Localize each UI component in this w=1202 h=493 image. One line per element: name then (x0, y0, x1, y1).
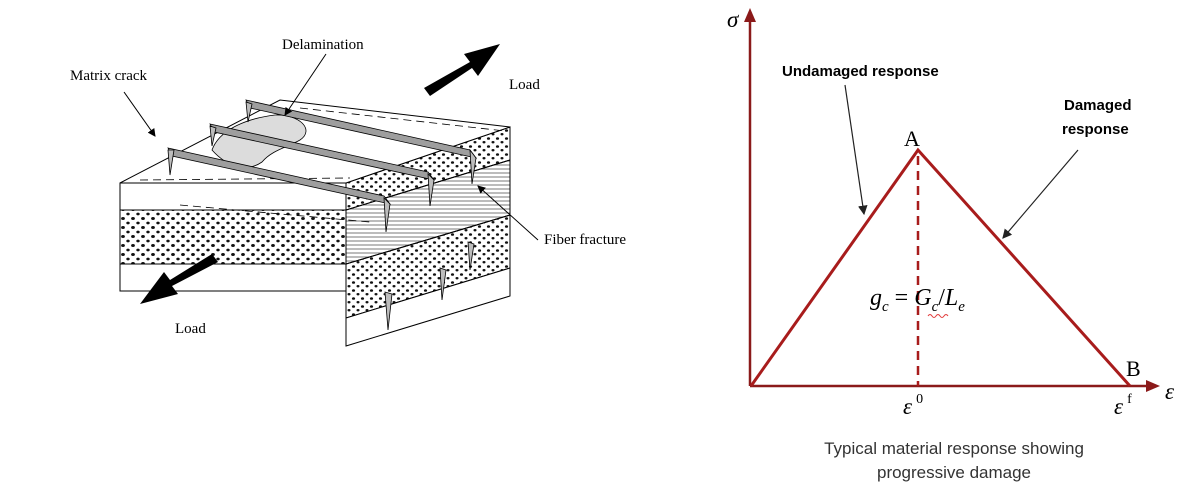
spellcheck-squiggle (927, 314, 949, 318)
undamaged-label: Undamaged response (782, 63, 939, 80)
caption-line1: Typical material response showing (824, 439, 1084, 458)
damaged-label-line2: response (1062, 121, 1129, 138)
layer-top-front (119, 182, 347, 211)
load-arrow-bottom (140, 254, 218, 304)
peak-point-label: A (904, 126, 920, 151)
sigma-axis-label: σ (727, 7, 740, 32)
epsilon-axis-label: ε (1165, 379, 1175, 404)
matrix-crack-leader (123, 91, 156, 137)
caption-line2: progressive damage (877, 463, 1031, 482)
end-point-label: B (1126, 356, 1141, 381)
load-top-label: Load (509, 77, 540, 93)
right-face-base (345, 267, 511, 347)
y-axis-arrow (744, 8, 756, 22)
fiber-fracture-leader (477, 185, 539, 241)
strain-failure-sup: f (1127, 392, 1132, 407)
x-axis-arrow (1146, 380, 1160, 392)
energy-formula: gc=Gc/Le (870, 285, 965, 315)
matrix-crack-label: Matrix crack (70, 68, 148, 84)
fiber-fracture-label: Fiber fracture (544, 232, 626, 248)
damaged-leader (1002, 149, 1079, 239)
laminate-diagram: Matrix crack Delamination Load Fiber fra… (70, 37, 626, 347)
response-curve (749, 147, 1132, 388)
damaged-label-line1: Damaged (1064, 97, 1132, 114)
load-arrow-top (424, 44, 500, 96)
damage-response-diagram: σ ε Undamaged response Damaged response … (727, 7, 1175, 482)
delamination-label: Delamination (282, 37, 364, 53)
load-bottom-label: Load (175, 321, 206, 337)
delamination-leader (284, 53, 327, 116)
strain-zero-sup: 0 (916, 392, 923, 407)
undamaged-leader (844, 84, 868, 216)
layer-middle-front (119, 209, 347, 265)
